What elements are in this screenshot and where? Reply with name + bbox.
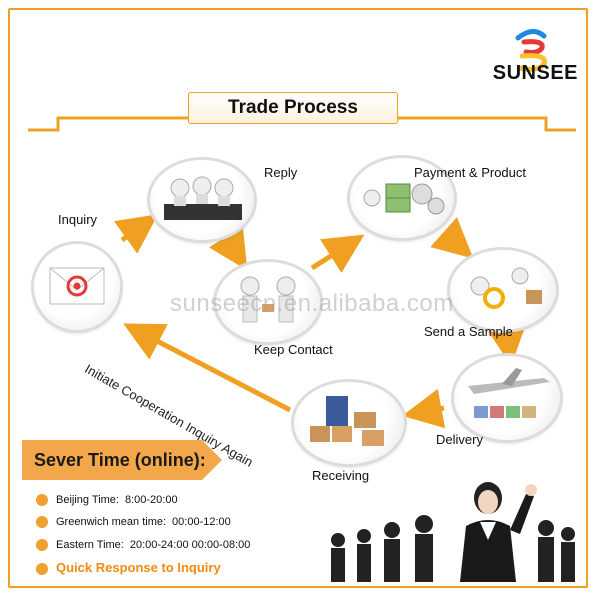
brand-name: SUNSEE	[492, 62, 578, 84]
delivery-label: Delivery	[436, 432, 483, 447]
reply-label: Reply	[264, 165, 298, 180]
watermark: sunseecn.en.alibaba.com	[170, 290, 454, 317]
title-bracket-line	[28, 116, 576, 132]
service-banner	[22, 440, 222, 480]
staff-group-image	[331, 482, 575, 582]
service-row-quick: Quick Response to Inquiry	[36, 560, 221, 575]
inquiry-label: Inquiry	[58, 212, 98, 227]
service-row-eastern: Eastern Time:20:00-24:00 00:00-08:00	[36, 539, 250, 552]
bullet-icon	[36, 516, 48, 529]
receiving-label: Receiving	[312, 468, 370, 483]
page-title: Trade Process	[188, 92, 398, 124]
payment-label: Payment & Product	[414, 165, 526, 180]
boxes-icon	[310, 396, 384, 446]
delivery-node	[454, 356, 560, 440]
call-center-icon	[164, 176, 242, 220]
money-gears-icon	[363, 183, 445, 215]
keep-contact-node	[216, 262, 320, 342]
send-sample-node	[450, 250, 556, 330]
magnifier-icon	[470, 267, 542, 309]
bullet-icon	[36, 562, 48, 575]
airplane-icon	[468, 368, 550, 418]
handshake-icon	[240, 276, 296, 323]
payment-node	[350, 158, 454, 238]
bullet-icon	[36, 539, 48, 552]
receiving-node	[294, 382, 404, 464]
service-title: Sever Time (online):	[34, 450, 206, 470]
reply-node	[150, 160, 254, 240]
send-sample-label: Send a Sample	[424, 324, 513, 339]
service-row-beijing: Beijing Time:8:00-20:00	[36, 494, 178, 507]
bullet-icon	[36, 494, 48, 507]
inquiry-node	[34, 244, 120, 330]
sunsee-logo-icon	[515, 29, 547, 72]
keep-contact-label: Keep Contact	[254, 342, 333, 357]
service-row-greenwich: Greenwich mean time:00:00-12:00	[36, 516, 231, 529]
email-icon	[49, 267, 105, 305]
